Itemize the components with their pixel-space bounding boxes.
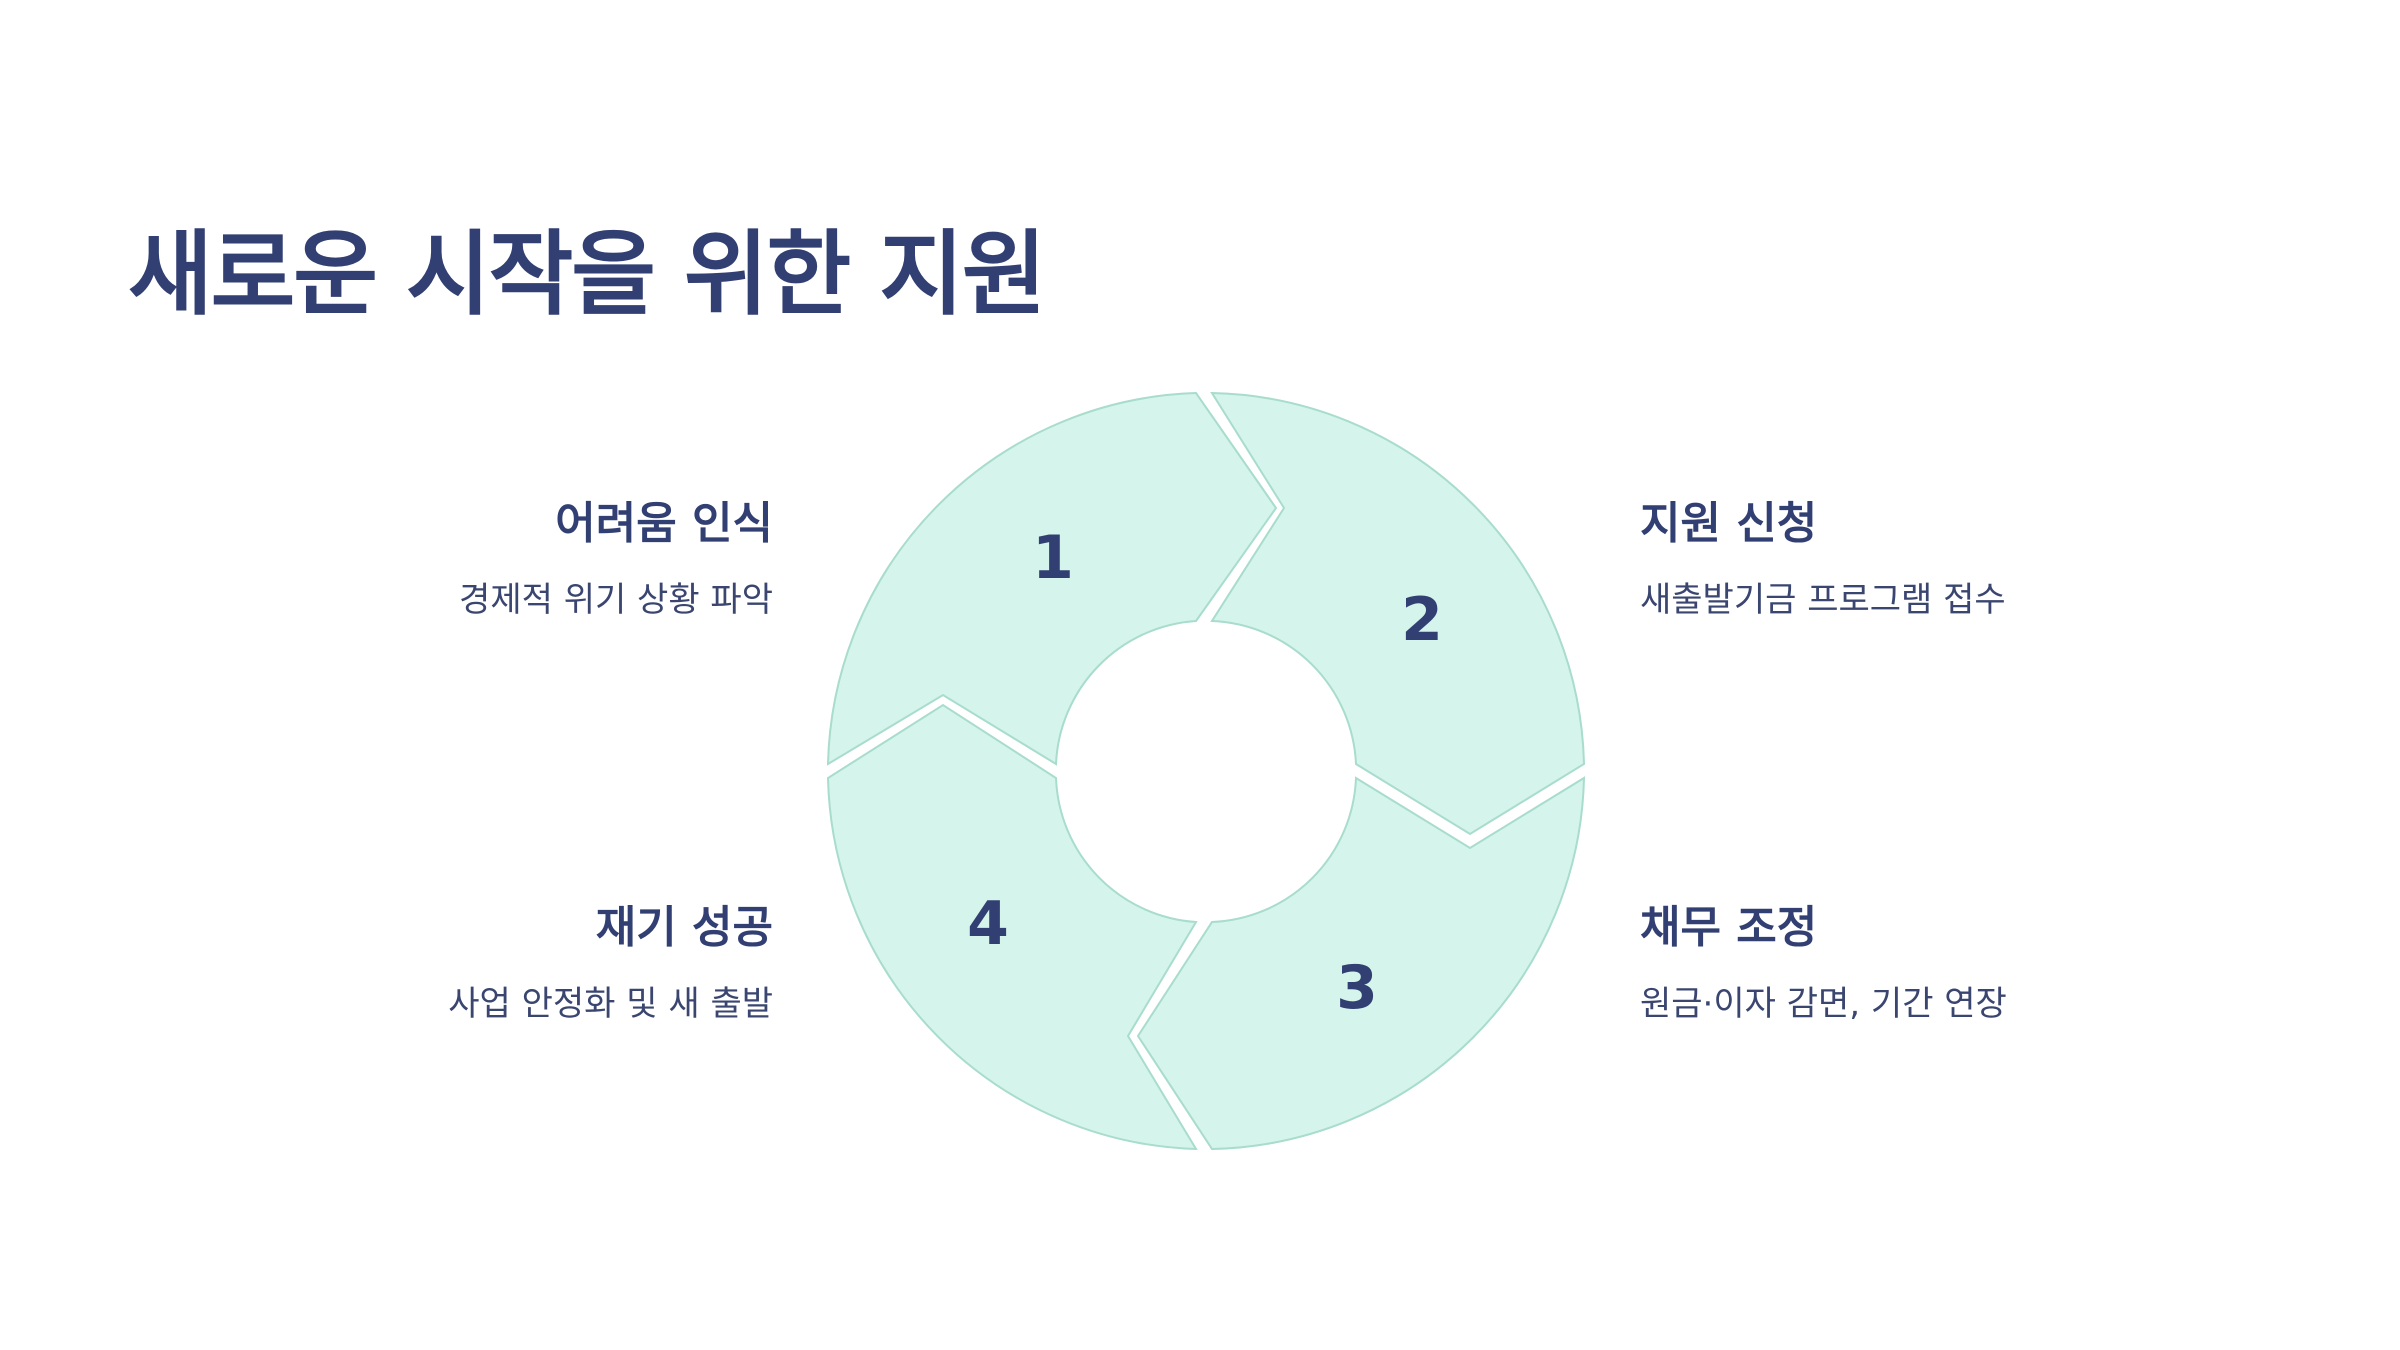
step-4-label: 재기 성공 사업 안정화 및 새 출발	[213, 900, 773, 1026]
page-title: 새로운 시작을 위한 지원	[128, 221, 1046, 328]
step-number-2: 2	[1401, 585, 1443, 655]
step-4-description: 사업 안정화 및 새 출발	[448, 984, 773, 1024]
step-number-3: 3	[1336, 953, 1378, 1023]
cycle-segment-3: 3	[1136, 776, 1586, 1151]
step-2-label: 지원 신청 새출발기금 프로그램 접수	[1640, 496, 2200, 622]
step-2-description: 새출발기금 프로그램 접수	[1640, 580, 2006, 620]
cycle-segment-4: 4	[826, 703, 1198, 1151]
step-1-title: 어려움 인식	[555, 498, 773, 549]
step-number-4: 4	[967, 889, 1009, 959]
step-3-label: 채무 조정 원금·이자 감면, 기간 연장	[1640, 900, 2200, 1026]
cycle-segment-2: 2	[1210, 391, 1586, 836]
step-3-description: 원금·이자 감면, 기간 연장	[1640, 984, 2007, 1024]
step-3-title: 채무 조정	[1640, 902, 1818, 953]
step-1-description: 경제적 위기 상황 파악	[459, 580, 773, 620]
step-1-label: 어려움 인식 경제적 위기 상황 파악	[213, 496, 773, 622]
cycle-segment-1: 1	[826, 391, 1278, 766]
step-4-title: 재기 성공	[595, 902, 773, 953]
step-2-title: 지원 신청	[1640, 498, 1818, 549]
step-number-1: 1	[1032, 523, 1074, 593]
